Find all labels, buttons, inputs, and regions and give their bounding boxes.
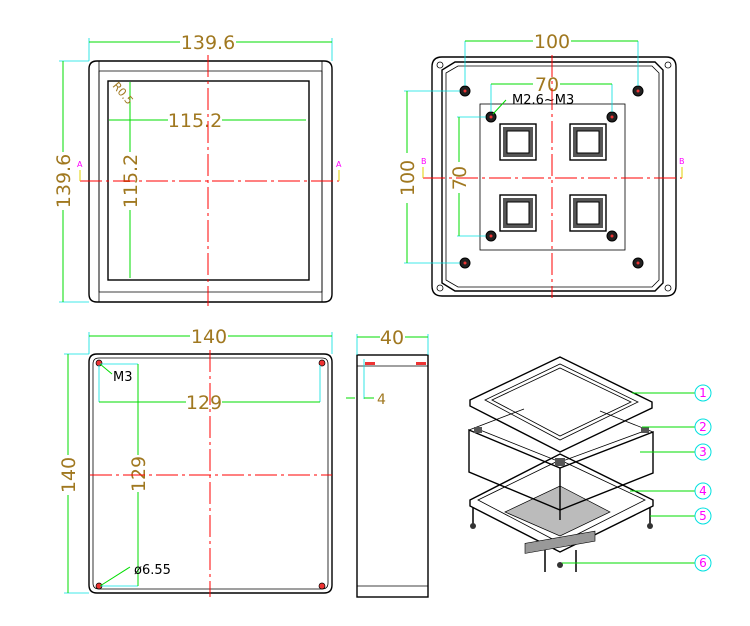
hole-diameter-note: ø6.55 — [134, 563, 171, 578]
outer-hole-vertical-label: 100 — [397, 160, 419, 196]
callout-3: 3 — [699, 445, 707, 459]
callout-6: 6 — [699, 556, 707, 570]
hole-spacing-v-label: 129 — [128, 456, 150, 492]
base-top-view: 100 70 M2.6~M3 100 70 B B — [397, 31, 685, 298]
outer-hole-spacing-label: 100 — [534, 31, 570, 53]
side-view: 40 4 — [346, 327, 429, 598]
callout-1: 1 — [699, 386, 707, 400]
window-width-label: 115.2 — [168, 110, 222, 132]
lid-width-label: 139.6 — [181, 32, 235, 54]
box-width-label: 140 — [191, 326, 227, 348]
lid-thickness-label: 4 — [377, 392, 386, 408]
sockets — [499, 123, 607, 232]
exploded-view: 1 2 3 4 5 6 — [468, 356, 712, 572]
hole-spacing-h-label: 129 — [186, 392, 222, 414]
box-height-label: 140 — [58, 457, 80, 493]
callouts: 1 2 3 4 5 6 — [562, 384, 712, 572]
lid-top-view: 139.6 139.6 115.2 115.2 R0.5 A A — [53, 32, 342, 306]
screw-note: M2.6~M3 — [512, 93, 574, 108]
section-marker-a-left: A — [77, 160, 83, 169]
box-top-view: 140 140 129 129 M3 ø6.55 — [58, 326, 333, 597]
depth-label: 40 — [380, 327, 404, 349]
thread-note: M3 — [113, 370, 133, 385]
callout-5: 5 — [699, 509, 707, 523]
callout-4: 4 — [699, 484, 707, 498]
section-marker-a-right: A — [336, 160, 342, 169]
inner-hole-spacing-label: 70 — [535, 74, 559, 96]
radius-label: R0.5 — [110, 80, 136, 108]
callout-2: 2 — [699, 420, 707, 434]
section-marker-b-left: B — [421, 157, 427, 166]
lid-height-label: 139.6 — [53, 154, 75, 208]
section-marker-b-right: B — [679, 157, 685, 166]
